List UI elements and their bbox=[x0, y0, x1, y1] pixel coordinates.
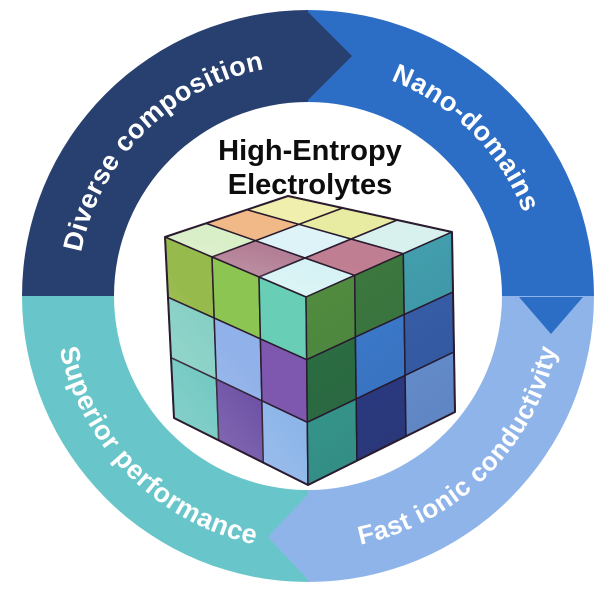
rubiks-cube-illustration bbox=[164, 195, 456, 486]
center-title-line1: High-Entropy bbox=[218, 135, 402, 167]
clockwise-arrow-right-icon bbox=[519, 297, 583, 334]
center-title: High-Entropy Electrolytes bbox=[218, 135, 402, 201]
ring-segment-nano-domains bbox=[308, 10, 594, 296]
clockwise-arrow-top-icon bbox=[308, 12, 352, 100]
cube-outline bbox=[164, 195, 456, 486]
center-title-line2: Electrolytes bbox=[228, 169, 392, 201]
clockwise-arrow-bottom-icon bbox=[268, 492, 310, 582]
ring-segment-diverse-composition bbox=[22, 10, 308, 296]
